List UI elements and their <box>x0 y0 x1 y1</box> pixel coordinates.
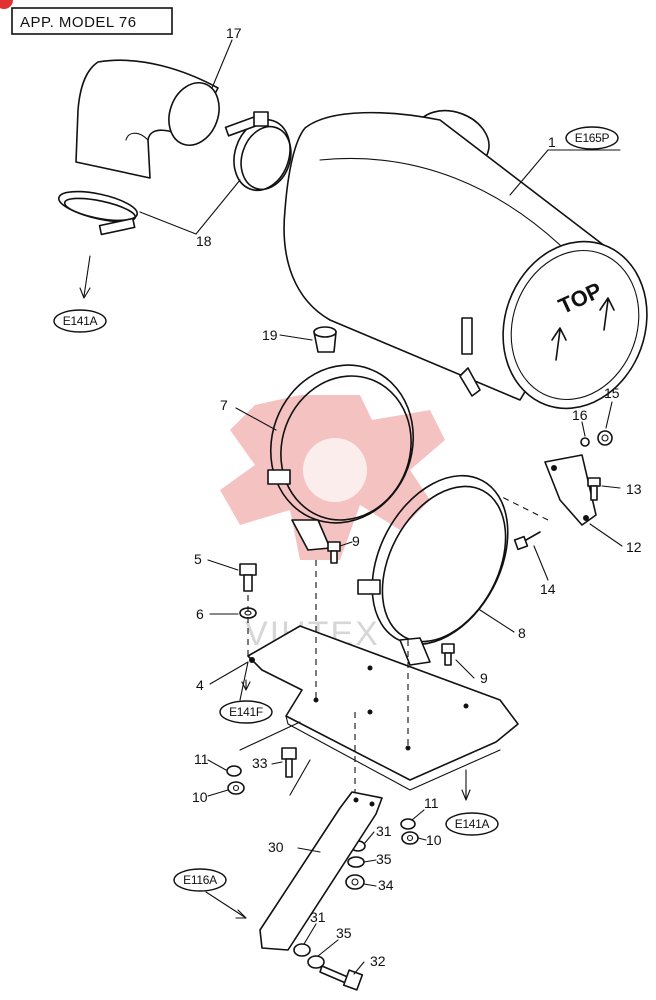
reference-label: E165P <box>575 131 610 145</box>
part-number: 4 <box>196 677 204 693</box>
part-number: 18 <box>196 233 212 249</box>
part-number: 17 <box>226 25 242 41</box>
nut-34[interactable] <box>345 874 365 890</box>
ref-e141f[interactable]: E141F <box>219 700 273 724</box>
part-number: 6 <box>196 606 204 622</box>
up-arrow-icon <box>551 327 567 361</box>
ref-e141a-left[interactable]: E141A <box>53 309 107 333</box>
part-number: 30 <box>268 839 284 855</box>
part-number: 10 <box>192 789 208 805</box>
part-number: 9 <box>352 533 360 549</box>
hose-clamp-lower[interactable] <box>56 186 139 236</box>
ref-e165p[interactable]: E165P <box>565 126 619 150</box>
part-number-labels: 17 18 1 19 7 15 16 13 12 14 9 5 6 8 4 9 … <box>192 25 642 969</box>
part-number: 32 <box>370 953 386 969</box>
bolt-9-lower[interactable] <box>441 643 455 666</box>
bracket-12[interactable] <box>544 454 597 526</box>
part-number: 15 <box>604 385 620 401</box>
part-number: 16 <box>572 407 588 423</box>
part-number: 10 <box>426 832 442 848</box>
elbow-hose[interactable] <box>75 59 227 179</box>
rubber-mount[interactable] <box>313 326 337 353</box>
model-label: APP. MODEL 76 <box>20 14 137 31</box>
washer-35-upper[interactable] <box>347 856 365 868</box>
reference-label: E141A <box>63 314 98 328</box>
part-number: 5 <box>194 551 202 567</box>
part-number: 19 <box>262 327 278 343</box>
nut-15[interactable] <box>597 430 613 446</box>
up-arrow-icon <box>599 297 615 331</box>
part-number: 11 <box>424 795 439 811</box>
part-number: 12 <box>626 539 642 555</box>
bolt-5[interactable] <box>239 563 257 592</box>
washer-16[interactable] <box>580 437 590 447</box>
reference-label: E141A <box>455 817 490 831</box>
washer-11-left[interactable] <box>226 765 242 777</box>
part-number: 34 <box>378 877 394 893</box>
washer-35-lower[interactable] <box>307 955 325 969</box>
bolt-32[interactable] <box>319 965 364 991</box>
reference-label: E141F <box>229 705 263 719</box>
leader-lines <box>79 39 623 975</box>
reference-label: E116A <box>183 873 217 887</box>
ref-e116a[interactable]: E116A <box>173 868 227 892</box>
washer-31-lower[interactable] <box>293 943 311 957</box>
part-number: 9 <box>480 670 488 686</box>
bolt-33[interactable] <box>281 747 297 778</box>
part-number: 31 <box>376 823 392 839</box>
part-number: 31 <box>310 909 326 925</box>
ref-e141a-right[interactable]: E141A <box>445 812 499 836</box>
part-number: 14 <box>540 581 556 597</box>
washer-11-right[interactable] <box>400 818 416 830</box>
part-number: 11 <box>194 751 209 767</box>
part-number: 8 <box>518 625 526 641</box>
bolt-13[interactable] <box>587 477 601 501</box>
part-number: 35 <box>336 925 352 941</box>
model-header: APP. MODEL 76 <box>11 7 173 35</box>
part-number: 7 <box>220 397 228 413</box>
part-number: 1 <box>548 134 556 150</box>
nut-10-left[interactable] <box>227 781 245 795</box>
hose-clamp-upper[interactable] <box>224 111 299 198</box>
part-number: 33 <box>252 755 268 771</box>
bolt-14[interactable] <box>513 531 541 551</box>
part-number: 35 <box>376 851 392 867</box>
part-number: 13 <box>626 481 642 497</box>
corner-badge <box>0 0 13 9</box>
air-cleaner-body[interactable]: TOP <box>283 101 656 429</box>
nut-10-right[interactable] <box>401 831 419 845</box>
stay-bracket[interactable] <box>259 791 383 951</box>
mounting-band-upper[interactable] <box>249 345 435 551</box>
